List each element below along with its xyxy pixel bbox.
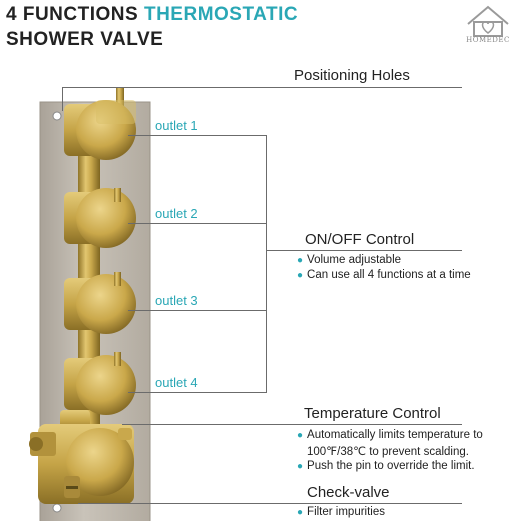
connector-checkvalve [78, 503, 462, 504]
outlet-label-2: outlet 2 [155, 206, 198, 221]
connector-outlet-1 [128, 135, 266, 136]
valve-outlet-3 [64, 272, 136, 334]
connector-temperature [122, 424, 462, 425]
title-accent: THERMOSTATIC [143, 4, 299, 25]
page-title-line1: 4 FUNCTIONS THERMOSTATIC [6, 4, 298, 26]
valve-outlet-2 [64, 188, 136, 248]
checkvalve-heading: Check-valve [307, 484, 390, 501]
onoff-bullet-1: ●Volume adjustable [297, 254, 402, 266]
outlet-label-4: outlet 4 [155, 375, 198, 390]
connector-positioning-drop [62, 87, 63, 111]
valve-outlet-1 [64, 100, 136, 160]
thermostatic-body [29, 410, 134, 504]
onoff-heading: ON/OFF Control [305, 231, 415, 248]
connector-positioning [62, 87, 462, 88]
connector-outlet-3 [128, 310, 266, 311]
temperature-bullet-1: ●Automatically limits temperature to [297, 429, 483, 441]
onoff-bullet-2: ●Can use all 4 functions at a time [297, 269, 471, 281]
temperature-line-2: 100℉/38℃ to prevent scalding. [307, 446, 469, 458]
outlet-label-3: outlet 3 [155, 293, 198, 308]
logo-text: HOMEDEC [466, 36, 510, 44]
connector-outlet-4 [128, 392, 266, 393]
positioning-heading: Positioning Holes [294, 67, 410, 84]
connector-outlet-2 [128, 223, 266, 224]
valve-outlet-4 [64, 352, 136, 415]
connector-outlet-bracket [266, 135, 267, 393]
checkvalve-bullet-1: ●Filter impurities [297, 506, 386, 518]
connector-onoff [266, 250, 462, 251]
page-title-line2: SHOWER VALVE [6, 29, 164, 50]
temperature-heading: Temperature Control [304, 405, 441, 422]
temperature-bullet-2: ●Push the pin to override the limit. [297, 460, 475, 472]
outlet-label-1: outlet 1 [155, 118, 198, 133]
house-heart-logo-icon [467, 5, 509, 37]
title-prefix: 4 FUNCTIONS [6, 4, 139, 25]
